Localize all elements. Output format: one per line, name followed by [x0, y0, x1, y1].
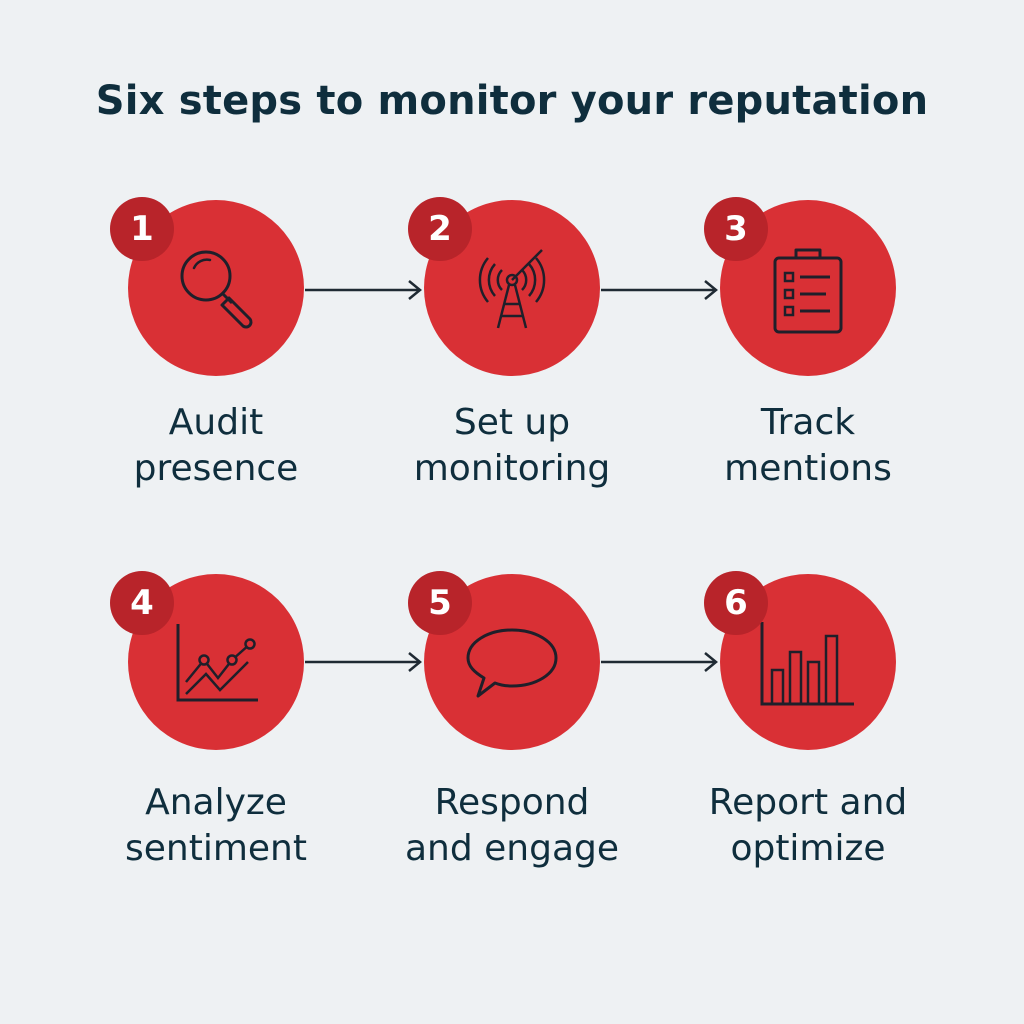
step-label: Analyze sentiment — [66, 780, 366, 872]
step-label-line-1: Respond — [434, 782, 590, 823]
step-label-line-2: sentiment — [125, 828, 307, 869]
step-number-badge: 5 — [408, 571, 472, 635]
step-label: Set up monitoring — [362, 400, 662, 492]
step-circle — [424, 200, 600, 376]
step-label-line-1: Set up — [453, 402, 571, 443]
step-label: Audit presence — [66, 400, 366, 492]
arrow-right-icon — [305, 280, 422, 300]
step-label-line-1: Analyze — [145, 782, 287, 823]
clipboard-checklist-icon — [773, 248, 843, 334]
page-title: Six steps to monitor your reputation — [95, 78, 929, 124]
speech-bubble-icon — [466, 628, 558, 698]
step-label-line-2: presence — [133, 448, 299, 489]
step-number-badge: 2 — [408, 197, 472, 261]
step-label-line-1: Audit — [168, 402, 264, 443]
step-label-line-2: optimize — [730, 828, 886, 869]
step-label: Respond and engage — [362, 780, 662, 872]
step-label: Track mentions — [658, 400, 958, 492]
step-number-badge: 1 — [110, 197, 174, 261]
step-number-badge: 3 — [704, 197, 768, 261]
step-circle — [720, 574, 896, 750]
step-number-badge: 4 — [110, 571, 174, 635]
step-label-line-2: and engage — [404, 828, 620, 869]
step-label-line-1: Report and — [708, 782, 908, 823]
bar-chart-icon — [760, 622, 854, 706]
radar-antenna-icon — [478, 249, 546, 329]
arrow-2-to-3 — [601, 278, 719, 302]
arrow-right-icon — [305, 652, 422, 672]
arrow-right-icon — [601, 652, 718, 672]
step-label: Report and optimize — [658, 780, 958, 872]
magnifier-icon — [180, 250, 253, 329]
step-number-badge: 6 — [704, 571, 768, 635]
step-label-line-2: monitoring — [413, 448, 611, 489]
line-graph-icon — [176, 624, 258, 702]
arrow-right-icon — [601, 280, 718, 300]
arrow-4-to-5 — [305, 650, 423, 674]
arrow-5-to-6 — [601, 650, 719, 674]
arrow-1-to-2 — [305, 278, 423, 302]
step-label-line-2: mentions — [724, 448, 892, 489]
step-label-line-1: Track — [760, 402, 856, 443]
